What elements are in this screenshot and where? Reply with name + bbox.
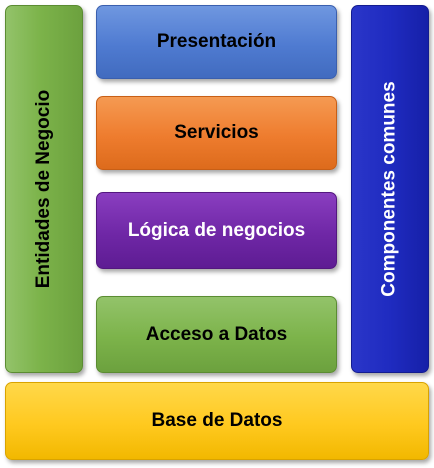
acceso-a-datos-layer: Acceso a Datos xyxy=(96,296,337,373)
acceso-a-datos-label: Acceso a Datos xyxy=(145,323,288,345)
servicios-layer: Servicios xyxy=(96,96,337,170)
base-de-datos-label: Base de Datos xyxy=(151,410,283,431)
logica-de-negocios-label: Lógica de negocios xyxy=(127,219,306,241)
presentacion-label: Presentación xyxy=(156,31,277,52)
presentacion-layer: Presentación xyxy=(96,5,337,79)
entidades-de-negocio-block: Entidades de Negocio xyxy=(5,5,83,373)
base-de-datos-block: Base de Datos xyxy=(5,382,429,460)
componentes-comunes-label: Componentes comunes xyxy=(379,81,400,297)
componentes-comunes-block: Componentes comunes xyxy=(351,5,429,373)
servicios-label: Servicios xyxy=(174,122,259,143)
logica-de-negocios-layer: Lógica de negocios xyxy=(96,192,337,269)
entidades-de-negocio-label: Entidades de Negocio xyxy=(33,89,55,289)
